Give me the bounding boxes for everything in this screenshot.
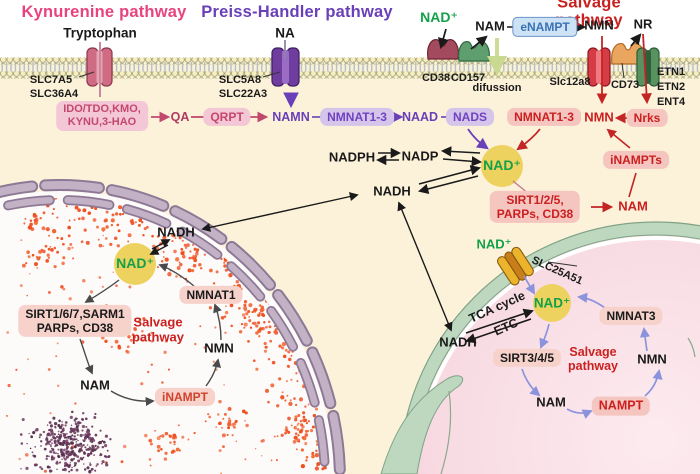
nad-extracellular-label: NAD⁺: [420, 9, 458, 26]
nr-extracellular-label: NR: [633, 16, 653, 32]
nad-cytosol-pool-label: NAD⁺: [483, 157, 521, 174]
diagram-arrows: [78, 21, 663, 419]
qa-label: QA: [170, 110, 190, 124]
nadh-nucleus-label: NADH: [157, 224, 195, 240]
nmn-mito-label: NMN: [637, 351, 667, 367]
preiss-handler-pathway-title: Preiss-Handler pathway: [201, 2, 393, 21]
nam-nucleus-label: NAM: [80, 377, 110, 393]
diffusion-label: difussion: [472, 81, 522, 94]
nadh-cytosol-label: NADH: [373, 183, 411, 199]
etn1-label: ETN1: [656, 65, 686, 78]
nads-box: NADS: [445, 107, 495, 127]
nmnat3-box: NMNAT3: [599, 306, 663, 326]
nam-extracellular-label: NAM: [475, 18, 505, 34]
slc25a51-transporter: [497, 246, 534, 286]
nmn-cytosol-label: NMN: [584, 109, 614, 125]
cd157-label: CD157: [450, 71, 486, 84]
nadh-mito-label: NADH: [439, 334, 477, 350]
salvage-nucleus-label: Salvage pathway: [131, 314, 185, 344]
slc12a8-label: Slc12a8: [549, 75, 591, 88]
nrks-box: Nrks: [626, 108, 668, 128]
qrpt-box: QRPT: [203, 107, 251, 127]
na-label: NA: [275, 25, 295, 41]
nmn-nucleus-label: NMN: [204, 340, 234, 356]
nam-mito-label: NAM: [536, 394, 566, 410]
nad-nucleus-pool-label: NAD⁺: [116, 255, 154, 272]
nad-pool-cytosol: [481, 145, 523, 187]
cd38-label: CD38: [421, 71, 451, 84]
nampt-mito-box: NAMPT: [591, 396, 651, 416]
slc36a4-label: SLC36A4: [29, 87, 79, 100]
nad-pool-mito: [533, 284, 571, 322]
kynurenine-pathway-title: Kynurenine pathway: [21, 2, 187, 21]
slc5a8-label: SLC5A8: [218, 73, 262, 86]
nadp-label: NADP: [401, 148, 439, 164]
enampt-box: eNAMPT: [512, 16, 578, 38]
nucleus-organelle: [0, 179, 346, 474]
nr-transporter: [636, 47, 660, 87]
inampts-box: iNAMPTs: [603, 150, 669, 170]
salvage-mito-label: Salvage pathway: [567, 345, 619, 373]
nad-mito-entry-label: NAD⁺: [476, 236, 512, 252]
mito-crista: [380, 375, 464, 474]
nmnat13-salvage-box: NMNAT1-3: [507, 107, 581, 127]
tryptophan-label: Tryptophan: [63, 25, 137, 41]
nam-cytosol-label: NAM: [618, 198, 648, 214]
nad-pool-nucleus: [114, 243, 156, 285]
sirt125-parps-cd38-box: SIRT1/2/5, PARPs, CD38: [489, 190, 581, 224]
ent4-label: ENT4: [656, 95, 686, 108]
slc7a5-label: SLC7A5: [29, 73, 73, 86]
membrane-proteins: [86, 39, 660, 286]
slc22a3-label: SLC22A3: [218, 87, 268, 100]
kynurenine-enzymes-box: IDO/TDO,KMO, KYNU,3-HAO: [56, 101, 148, 131]
nmnat1-box: NMNAT1: [179, 285, 243, 305]
namn-label: NAMN: [272, 110, 310, 124]
plasma-membrane: [0, 57, 700, 79]
sirt345-box: SIRT3/4/5: [492, 348, 562, 368]
slc12a8-channel: [587, 47, 611, 87]
cd73-label: CD73: [610, 78, 640, 91]
na-transporter: [271, 47, 300, 87]
sirt167-sarm1-box: SIRT1/6/7,SARM1 PARPs, CD38: [18, 304, 132, 338]
naad-label: NAAD: [401, 110, 439, 124]
inampt-nucleus-box: iNAMPT: [155, 387, 215, 407]
cd73-protein: [611, 43, 645, 65]
nad-mito-pool-label: NAD⁺: [533, 295, 571, 311]
nmnat13-preiss-box: NMNAT1-3: [320, 107, 394, 127]
nmn-extracellular-label: NMN: [584, 17, 614, 33]
nadph-label: NADPH: [328, 149, 376, 165]
etn2-label: ETN2: [656, 80, 686, 93]
